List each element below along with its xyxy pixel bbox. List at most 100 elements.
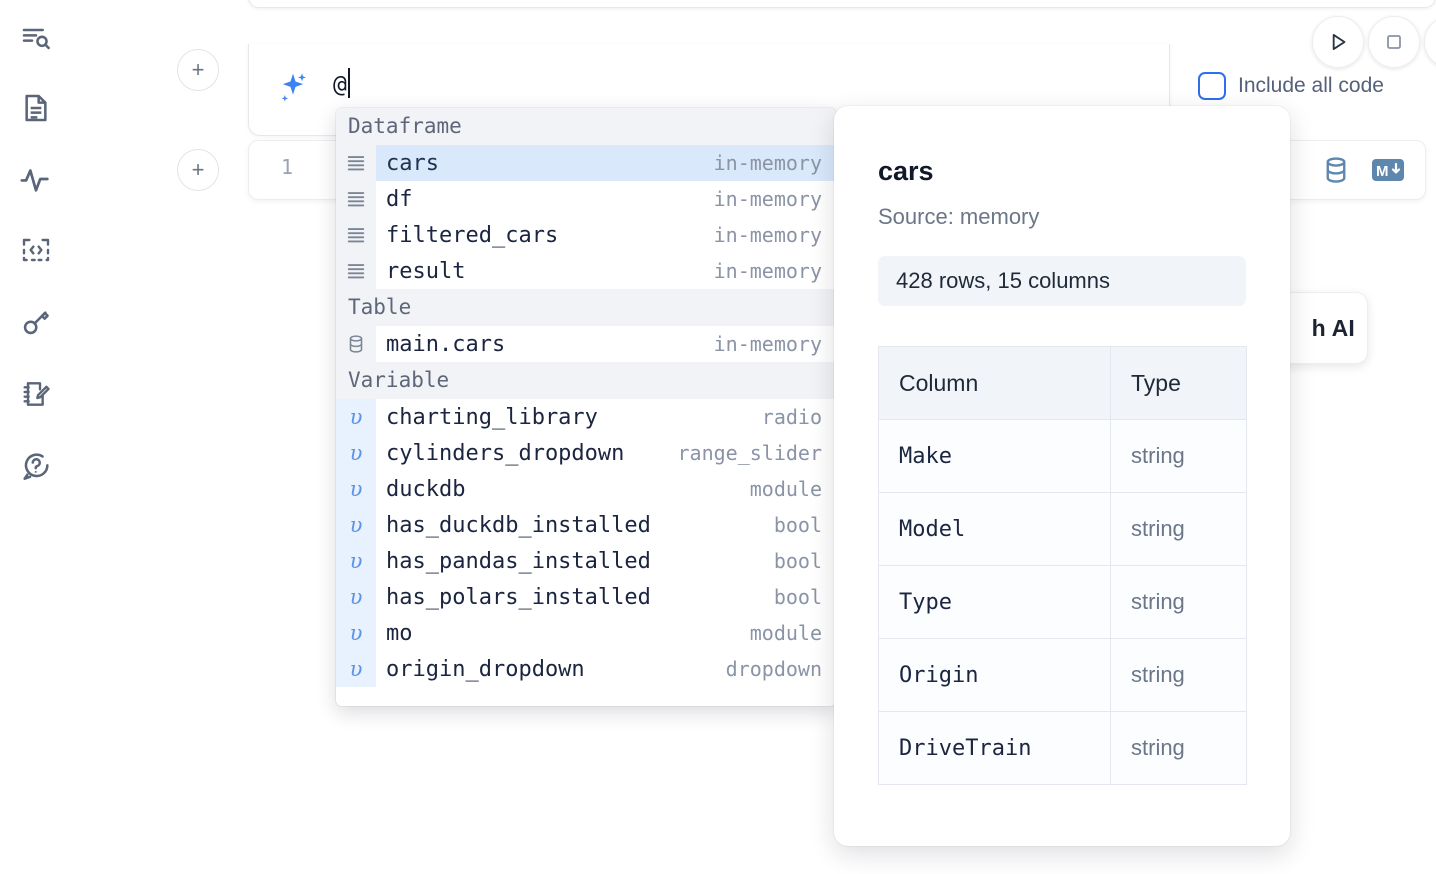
variable-upsilon-icon: υ: [336, 507, 376, 543]
autocomplete-item[interactable]: υduckdb module: [336, 471, 836, 507]
autocomplete-item-kind: dropdown: [726, 657, 822, 681]
variable-upsilon-icon: υ: [336, 435, 376, 471]
include-all-code-label: Include all code: [1238, 74, 1384, 98]
text-cursor: [348, 68, 350, 98]
autocomplete-item-kind: in-memory: [714, 332, 822, 356]
autocomplete-item-name: charting_library: [386, 405, 598, 430]
autocomplete-item[interactable]: result in-memory: [336, 253, 836, 289]
add-cell-button-top[interactable]: +: [177, 49, 219, 91]
include-all-code-checkbox[interactable]: [1198, 72, 1226, 100]
autocomplete-item-name: has_duckdb_installed: [386, 513, 651, 538]
autocomplete-item-kind: bool: [774, 549, 822, 573]
preview-table-row: Modelstring: [879, 493, 1247, 566]
preview-table-header-cell: Type: [1111, 347, 1247, 420]
code-snippet-icon[interactable]: [12, 226, 60, 274]
preview-table-header-row: ColumnType: [879, 347, 1247, 420]
preview-column-name: Type: [879, 566, 1111, 639]
autocomplete-item-name: mo: [386, 621, 413, 646]
variable-upsilon-icon: υ: [336, 615, 376, 651]
autocomplete-item-kind: bool: [774, 513, 822, 537]
preview-table-header-cell: Column: [879, 347, 1111, 420]
run-button[interactable]: [1312, 16, 1364, 68]
preview-column-name: Make: [879, 420, 1111, 493]
preview-column-name: Origin: [879, 639, 1111, 712]
autocomplete-item[interactable]: υorigin_dropdowndropdown: [336, 651, 836, 687]
variable-upsilon-icon: υ: [336, 399, 376, 435]
database-icon: [336, 326, 376, 362]
ai-prompt-value: @: [333, 72, 347, 98]
svg-text:M: M: [1376, 163, 1389, 180]
key-icon[interactable]: [12, 298, 60, 346]
autocomplete-item-kind: in-memory: [714, 187, 822, 211]
autocomplete-item-kind: radio: [762, 405, 822, 429]
autocomplete-item-kind: in-memory: [714, 259, 822, 283]
autocomplete-dropdown[interactable]: Dataframecarsin-memorydfin-memoryfiltere…: [336, 108, 836, 706]
help-chat-icon[interactable]: [12, 442, 60, 490]
autocomplete-item-name: df: [386, 187, 413, 212]
autocomplete-item-name: duckdb: [386, 477, 465, 502]
list-rows-icon: [336, 253, 376, 289]
preview-title: cars: [878, 156, 934, 187]
autocomplete-item[interactable]: υ has_pandas_installed bool: [336, 543, 836, 579]
more-actions-button[interactable]: [1424, 16, 1436, 68]
variable-upsilon-icon: υ: [336, 471, 376, 507]
autocomplete-item[interactable]: υmo module: [336, 615, 836, 651]
search-files-icon[interactable]: [12, 14, 60, 62]
stop-button[interactable]: [1368, 16, 1420, 68]
autocomplete-item-name: main.cars: [386, 332, 505, 357]
autocomplete-item-name: has_polars_installed: [386, 585, 651, 610]
notebook-edit-icon[interactable]: [12, 370, 60, 418]
autocomplete-item[interactable]: υ has_polars_installed bool: [336, 579, 836, 615]
autocomplete-item-kind: range_slider: [678, 441, 823, 465]
ai-prompt-input[interactable]: @: [333, 68, 350, 98]
autocomplete-item-name: result: [386, 259, 465, 284]
list-rows-icon: [336, 145, 376, 181]
autocomplete-group-header: Dataframe: [336, 108, 836, 145]
autocomplete-item[interactable]: main.cars in-memory: [336, 326, 836, 362]
cell-toolbar: M: [1321, 155, 1405, 190]
preview-column-type: string: [1111, 420, 1247, 493]
autocomplete-item[interactable]: df in-memory: [336, 181, 836, 217]
preview-table-row: Originstring: [879, 639, 1247, 712]
autocomplete-item[interactable]: υ charting_library radio: [336, 399, 836, 435]
database-icon[interactable]: [1321, 155, 1351, 190]
autocomplete-item-kind: module: [750, 621, 822, 645]
autocomplete-group-header: Variable: [336, 362, 836, 399]
autocomplete-item-name: cars: [386, 151, 439, 176]
variable-upsilon-icon: υ: [336, 651, 376, 687]
variable-upsilon-icon: υ: [336, 543, 376, 579]
preview-table-row: Typestring: [879, 566, 1247, 639]
preview-source: Source: memory: [878, 204, 1039, 230]
previous-cell-panel: [248, 0, 1436, 8]
preview-schema-table: ColumnTypeMakestringModelstringTypestrin…: [878, 346, 1247, 785]
autocomplete-item[interactable]: filtered_carsin-memory: [336, 217, 836, 253]
activity-icon[interactable]: [12, 155, 60, 203]
autocomplete-item-name: cylinders_dropdown: [386, 441, 624, 466]
autocomplete-item[interactable]: cars in-memory: [336, 145, 836, 181]
preview-column-type: string: [1111, 712, 1247, 785]
ai-sparkle-icon: [271, 70, 311, 115]
autocomplete-item[interactable]: υ has_duckdb_installed bool: [336, 507, 836, 543]
document-icon[interactable]: [12, 84, 60, 132]
markdown-icon[interactable]: M: [1371, 157, 1405, 188]
add-cell-button-bottom[interactable]: +: [177, 149, 219, 191]
autocomplete-item-kind: bool: [774, 585, 822, 609]
dataframe-preview-panel: cars Source: memory 428 rows, 15 columns…: [834, 106, 1290, 846]
autocomplete-item-kind: module: [750, 477, 822, 501]
left-icon-rail: [0, 0, 72, 874]
preview-column-name: DriveTrain: [879, 712, 1111, 785]
preview-table-row: Makestring: [879, 420, 1247, 493]
preview-shape-badge: 428 rows, 15 columns: [878, 256, 1246, 306]
variable-upsilon-icon: υ: [336, 579, 376, 615]
autocomplete-item-kind: in-memory: [714, 151, 822, 175]
list-rows-icon: [336, 217, 376, 253]
autocomplete-item-name: has_pandas_installed: [386, 549, 651, 574]
preview-column-name: Model: [879, 493, 1111, 566]
cell-line-number: 1: [267, 155, 293, 179]
autocomplete-item[interactable]: υ cylinders_dropdown range_slider: [336, 435, 836, 471]
preview-table-row: DriveTrainstring: [879, 712, 1247, 785]
include-all-code-row[interactable]: Include all code: [1198, 72, 1384, 100]
autocomplete-item-kind: in-memory: [714, 223, 822, 247]
preview-column-type: string: [1111, 566, 1247, 639]
